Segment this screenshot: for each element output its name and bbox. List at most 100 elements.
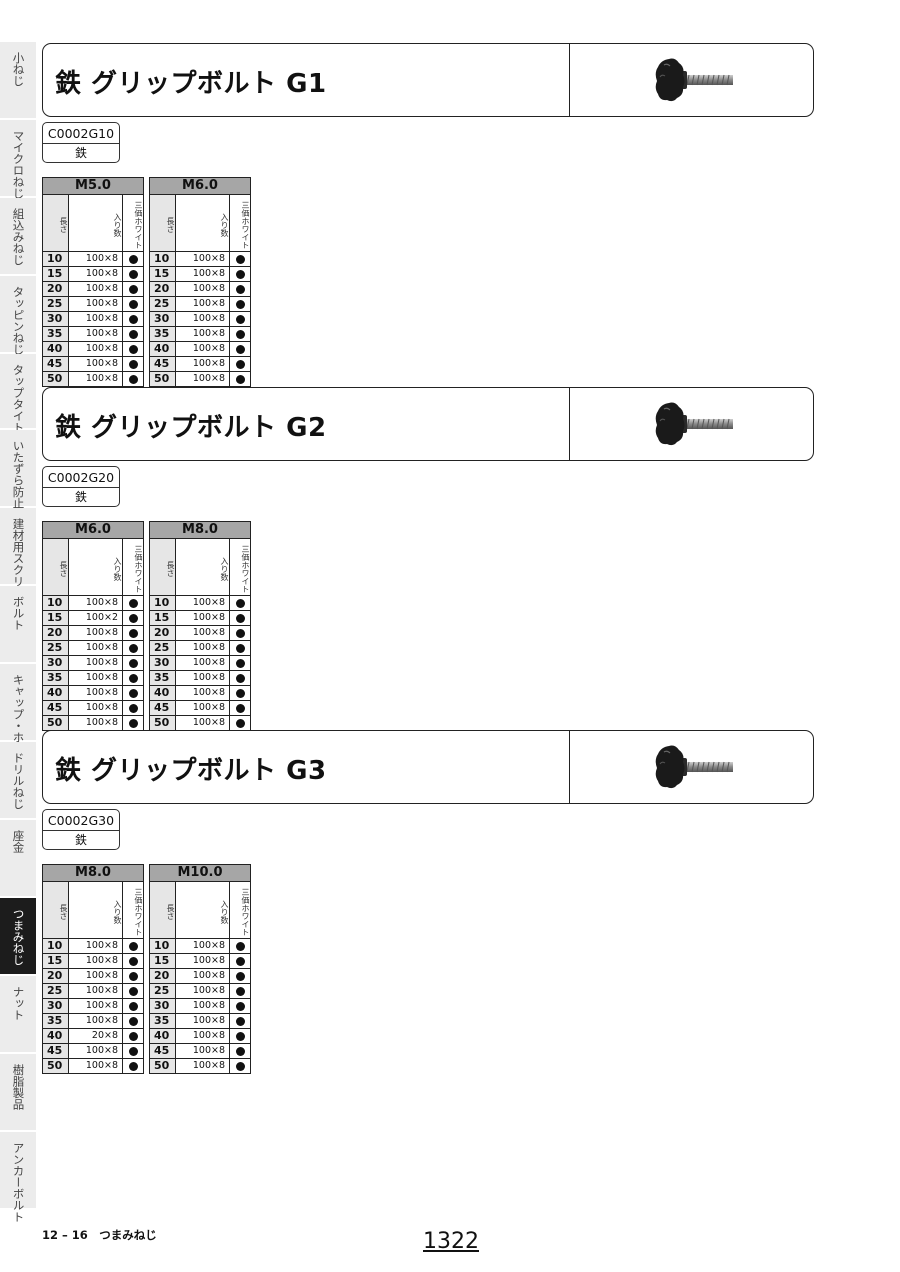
- length-cell: 25: [43, 984, 69, 998]
- sidebar-tab[interactable]: いたずら防止ねじ: [0, 430, 36, 532]
- available-dot-icon: [128, 1046, 138, 1056]
- available-dot-icon: [235, 374, 245, 384]
- quantity-cell: 100×8: [69, 626, 123, 640]
- finish-header: 三価ホワイト: [241, 201, 250, 249]
- sidebar-tab[interactable]: マイクロねじ: [0, 120, 36, 199]
- length-cell: 40: [43, 1029, 69, 1043]
- available-dot-icon: [128, 1061, 138, 1071]
- available-dot-icon: [128, 658, 138, 668]
- sidebar-tab[interactable]: キャップ・ホーロー: [0, 664, 36, 778]
- length-cell: 35: [150, 327, 176, 341]
- finish-header: 三価ホワイト: [134, 201, 143, 249]
- size-header: M8.0: [150, 522, 250, 539]
- sidebar-tab[interactable]: 組込みねじ: [0, 198, 36, 276]
- sidebar-tab-label: タッピンねじ: [11, 286, 26, 355]
- available-dot-icon: [128, 1001, 138, 1011]
- sidebar-tab[interactable]: ドリルねじ: [0, 742, 36, 820]
- length-cell: 30: [150, 312, 176, 326]
- quantity-cell: 100×8: [176, 312, 230, 326]
- product-header: 鉄 グリップボルト G2: [42, 387, 814, 461]
- quantity-header: 入り数: [69, 539, 123, 595]
- quantity-cell: 100×8: [176, 372, 230, 386]
- length-header: 長さ: [150, 195, 176, 251]
- available-dot-icon: [128, 673, 138, 683]
- quantity-cell: 100×8: [69, 656, 123, 670]
- quantity-cell: 100×8: [176, 626, 230, 640]
- availability-cell: [123, 626, 143, 640]
- length-header: 長さ: [150, 539, 176, 595]
- availability-cell: [230, 954, 250, 968]
- length-cell: 35: [150, 1014, 176, 1028]
- quantity-cell: 100×8: [69, 357, 123, 371]
- sidebar-tab[interactable]: 座金: [0, 820, 36, 898]
- available-dot-icon: [128, 1016, 138, 1026]
- sidebar-tab[interactable]: タッピンねじ: [0, 276, 36, 355]
- quantity-cell: 100×8: [176, 984, 230, 998]
- sidebar-tab-label: 樹脂製品: [11, 1064, 26, 1110]
- sidebar-tab[interactable]: つまみねじ: [0, 898, 36, 976]
- quantity-cell: 100×8: [69, 999, 123, 1013]
- availability-cell: [230, 701, 250, 715]
- availability-cell: [230, 984, 250, 998]
- length-cell: 35: [43, 671, 69, 685]
- availability-cell: [230, 1014, 250, 1028]
- sidebar-tab[interactable]: タップタイト・ハイテクねじ: [0, 354, 36, 514]
- sidebar-tab[interactable]: ボルト: [0, 586, 36, 664]
- available-dot-icon: [128, 1031, 138, 1041]
- available-dot-icon: [128, 374, 138, 384]
- sidebar-tab[interactable]: 建材用スクリュー: [0, 508, 36, 610]
- length-cell: 20: [43, 626, 69, 640]
- quantity-cell: 100×8: [69, 1014, 123, 1028]
- availability-cell: [230, 969, 250, 983]
- sidebar-tab[interactable]: アンカーボルト: [0, 1132, 36, 1223]
- length-cell: 10: [43, 252, 69, 266]
- availability-cell: [230, 357, 250, 371]
- sidebar-tab[interactable]: 小ねじ: [0, 42, 36, 120]
- column-headers: 長さ入り数三価ホワイト: [150, 882, 250, 939]
- length-cell: 25: [150, 297, 176, 311]
- grip-bolt-knob-icon: [655, 745, 733, 789]
- availability-cell: [230, 1044, 250, 1058]
- available-dot-icon: [128, 941, 138, 951]
- available-dot-icon: [128, 971, 138, 981]
- length-cell: 35: [150, 671, 176, 685]
- grip-bolt-knob-icon: [655, 402, 733, 446]
- sidebar-tab[interactable]: ナット: [0, 976, 36, 1054]
- sidebar-tab-label: ナット: [11, 986, 26, 1021]
- sidebar-tab[interactable]: 樹脂製品: [0, 1054, 36, 1132]
- quantity-cell: 100×8: [176, 1059, 230, 1073]
- quantity-cell: 100×8: [176, 252, 230, 266]
- available-dot-icon: [235, 254, 245, 264]
- product-material: 鉄: [74, 146, 87, 160]
- size-header: M6.0: [43, 522, 143, 539]
- quantity-cell: 100×8: [176, 297, 230, 311]
- sidebar-tab-label: タップタイト・ハイテクねじ: [12, 364, 26, 514]
- available-dot-icon: [128, 344, 138, 354]
- product-material: 鉄: [74, 490, 87, 504]
- quantity-cell: 100×8: [69, 701, 123, 715]
- quantity-cell: 100×8: [69, 1059, 123, 1073]
- sidebar-tab-label: 小ねじ: [11, 52, 26, 87]
- length-header: 長さ: [43, 195, 69, 251]
- length-cell: 20: [43, 969, 69, 983]
- availability-cell: [123, 1014, 143, 1028]
- product-title: 鉄 グリップボルト G2: [55, 413, 327, 443]
- available-dot-icon: [235, 658, 245, 668]
- quantity-cell: 100×8: [69, 342, 123, 356]
- quantity-cell: 100×8: [69, 372, 123, 386]
